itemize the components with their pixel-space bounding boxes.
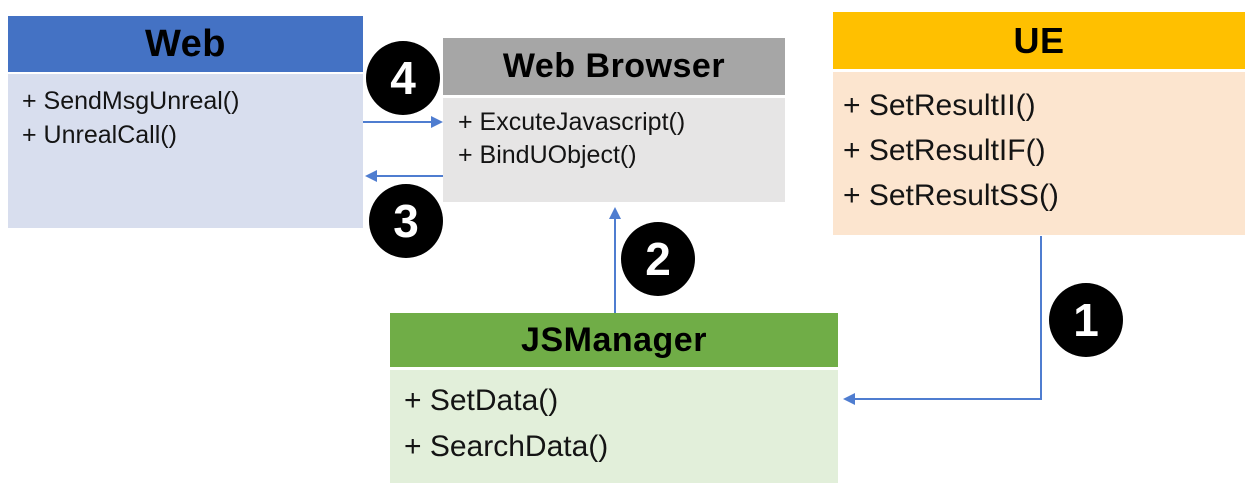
method-sendmsgunreal: + SendMsgUnreal() xyxy=(22,87,240,115)
method-excutejavascript: + ExcuteJavascript() xyxy=(458,108,686,136)
step-badge-2: 2 xyxy=(621,222,695,296)
class-box-ue: UE + SetResultII() + SetResultIF() + Set… xyxy=(833,12,1245,235)
step-badge-3: 3 xyxy=(369,184,443,258)
class-box-web: Web + SendMsgUnreal() + UnrealCall() xyxy=(8,16,363,228)
method-setresultii: + SetResultII() xyxy=(843,89,1036,122)
method-unrealcall: + UnrealCall() xyxy=(22,121,177,149)
class-methods-web: + SendMsgUnreal() + UnrealCall() xyxy=(8,74,363,228)
class-methods-jsmanager: + SetData() + SearchData() xyxy=(390,370,838,483)
method-setresultss: + SetResultSS() xyxy=(843,179,1059,212)
step-badge-1: 1 xyxy=(1049,283,1123,357)
method-searchdata: + SearchData() xyxy=(404,430,609,463)
arrow-web-to-browser xyxy=(363,116,443,128)
class-title-jsmanager: JSManager xyxy=(390,313,838,367)
arrow-browser-to-web xyxy=(365,170,443,182)
class-title-web: Web xyxy=(8,16,363,72)
class-title-ue: UE xyxy=(833,12,1245,69)
class-methods-ue: + SetResultII() + SetResultIF() + SetRes… xyxy=(833,72,1245,235)
method-binduobject: + BindUObject() xyxy=(458,141,637,169)
class-title-web-browser: Web Browser xyxy=(443,38,785,95)
method-setdata: + SetData() xyxy=(404,384,559,417)
arrow-ue-to-jsmanager xyxy=(843,236,1042,405)
class-box-web-browser: Web Browser + ExcuteJavascript() + BindU… xyxy=(443,38,785,202)
step-badge-4: 4 xyxy=(366,41,440,115)
class-methods-web-browser: + ExcuteJavascript() + BindUObject() xyxy=(443,98,785,202)
class-box-jsmanager: JSManager + SetData() + SearchData() xyxy=(390,313,838,483)
method-setresultif: + SetResultIF() xyxy=(843,134,1046,167)
arrow-jsmanager-to-browser xyxy=(609,207,621,313)
